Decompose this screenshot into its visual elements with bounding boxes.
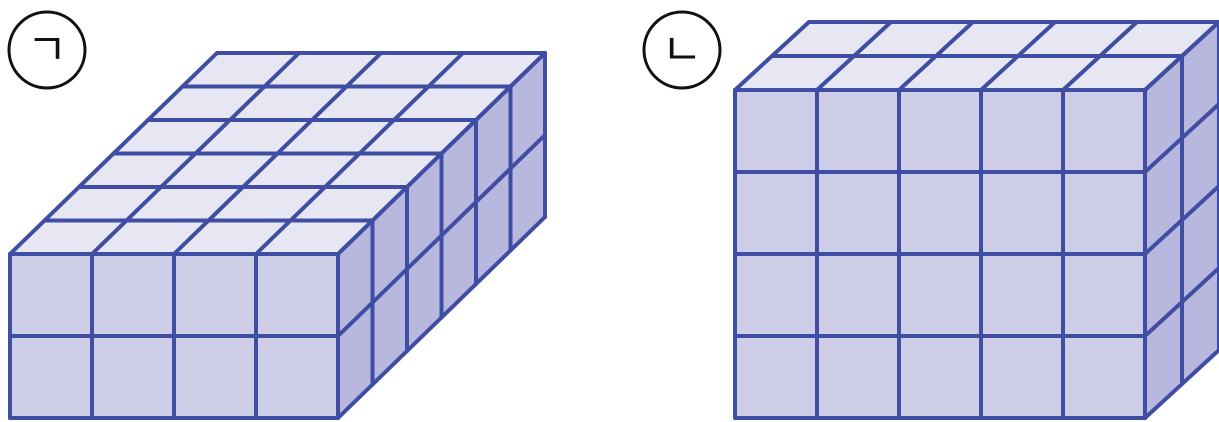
figure-a-cuboid — [8, 51, 547, 420]
figure-b-label-badge: ㄴ — [642, 10, 722, 90]
figure-a-label-circle — [7, 10, 87, 90]
side-depth-edge — [1143, 266, 1219, 338]
side-depth-edge — [336, 215, 547, 420]
side-depth-edge — [1143, 184, 1219, 256]
side-depth-edge — [336, 133, 547, 338]
side-depth-edge — [1143, 20, 1219, 92]
figure-b-label: ㄴ — [662, 25, 702, 76]
figure-b-cuboid — [733, 20, 1219, 420]
figure-a-label: ㄱ — [27, 25, 67, 76]
figure-b-label-circle — [642, 10, 722, 90]
side-depth-edge — [336, 51, 547, 256]
side-depth-edge — [1143, 102, 1219, 174]
figure-a-label-badge: ㄱ — [7, 10, 87, 90]
side-depth-edge — [1143, 348, 1219, 420]
